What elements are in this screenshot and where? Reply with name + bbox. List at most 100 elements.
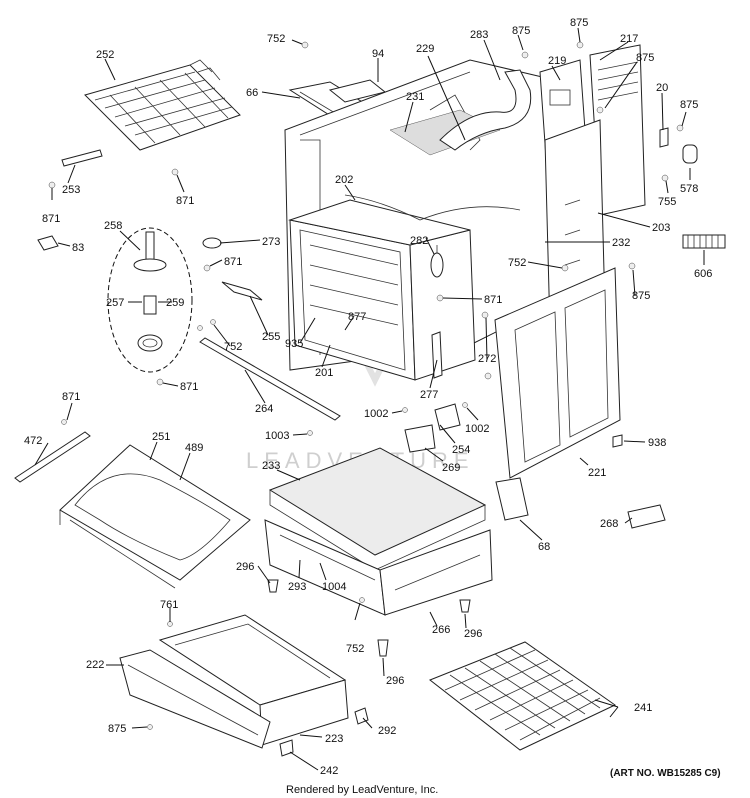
callout-875-f: 875	[108, 723, 126, 735]
screw-875-c	[596, 106, 604, 114]
screw-875-a	[521, 51, 529, 59]
bracket-269	[404, 424, 436, 453]
latch-254	[434, 403, 461, 431]
bumper-242	[279, 739, 294, 757]
screw-755	[661, 174, 669, 182]
clip-938	[612, 434, 623, 448]
callout-254: 254	[452, 444, 470, 456]
screw-752-d	[359, 597, 365, 603]
callout-296-b: 296	[464, 628, 482, 640]
bracket-68	[495, 477, 529, 521]
callout-68: 68	[538, 541, 550, 553]
screw-875-e	[628, 262, 636, 270]
screw-1003	[307, 430, 313, 436]
callout-217: 217	[620, 33, 638, 45]
footer-credit: Rendered by LeadVenture, Inc.	[286, 784, 438, 796]
screw-871-d	[156, 378, 164, 386]
screw-871-g	[61, 419, 67, 425]
screw-752-b	[561, 264, 569, 272]
callout-871-c: 871	[224, 256, 242, 268]
bake-element-251	[59, 444, 251, 589]
callout-875-c: 875	[636, 52, 654, 64]
callout-1004: 1004	[322, 581, 346, 593]
rail-472	[14, 431, 91, 483]
oven-door-221	[494, 267, 621, 479]
callout-labels: 752 94 229 283 875 875 217 219 875 252 6…	[24, 17, 712, 777]
callout-94: 94	[372, 48, 384, 60]
harness-606	[682, 234, 726, 249]
rail-264	[199, 337, 341, 421]
spacer-578	[682, 144, 698, 164]
callout-233: 233	[262, 460, 280, 472]
leveler-296-b	[459, 599, 471, 613]
screw-752-c	[210, 319, 216, 325]
wiring-202	[344, 194, 521, 221]
callout-875-a: 875	[512, 25, 530, 37]
callout-752-b: 752	[508, 257, 526, 269]
callout-606: 606	[694, 268, 712, 280]
callout-273: 273	[262, 236, 280, 248]
callout-578: 578	[680, 183, 698, 195]
callout-272: 272	[478, 353, 496, 365]
callout-752-c: 752	[224, 341, 242, 353]
hinge-pin-272-b	[484, 372, 492, 380]
callout-232: 232	[612, 237, 630, 249]
callout-66: 66	[246, 87, 258, 99]
art-number: (ART NO. WB15285 C9)	[610, 768, 721, 779]
clip-20	[659, 127, 669, 148]
callout-292: 292	[378, 725, 396, 737]
callout-752-d: 752	[346, 643, 364, 655]
sensor-282	[430, 245, 444, 278]
callout-255: 255	[262, 331, 280, 343]
callout-223: 223	[325, 733, 343, 745]
callout-938: 938	[648, 437, 666, 449]
callout-221: 221	[588, 467, 606, 479]
assembly-258-outline	[107, 227, 193, 373]
leveler-296-a	[267, 579, 279, 593]
part-83	[37, 235, 59, 251]
callout-266: 266	[432, 624, 450, 636]
bracket-253	[61, 149, 103, 167]
callout-268: 268	[600, 518, 618, 530]
drawer-front-222	[119, 649, 271, 749]
callout-20: 20	[656, 82, 668, 94]
bracket-255	[221, 281, 263, 301]
callout-242: 242	[320, 765, 338, 777]
callout-871-a: 871	[42, 213, 60, 225]
callout-296-c: 296	[386, 675, 404, 687]
oven-rack-241	[429, 641, 616, 751]
callout-1002-b: 1002	[465, 423, 489, 435]
callout-241: 241	[634, 702, 652, 714]
callout-202: 202	[335, 174, 353, 186]
screw-871-b	[171, 168, 179, 176]
screw-1002-a	[402, 407, 408, 413]
callout-269: 269	[442, 462, 460, 474]
callout-472: 472	[24, 435, 42, 447]
callout-264: 264	[255, 403, 273, 415]
broil-element-252	[84, 59, 241, 151]
callout-251: 251	[152, 431, 170, 443]
hinge-pin-272-a	[481, 311, 489, 319]
screw-871-c	[203, 264, 211, 272]
callout-258: 258	[104, 220, 122, 232]
callout-83: 83	[72, 242, 84, 254]
callout-229: 229	[416, 43, 434, 55]
callout-283: 283	[470, 29, 488, 41]
part-268	[627, 504, 666, 529]
callout-219: 219	[548, 55, 566, 67]
vent-duct-229	[439, 69, 532, 151]
callout-875-b: 875	[570, 17, 588, 29]
screw-875-d	[676, 124, 684, 132]
screw-875-b	[576, 41, 584, 49]
leveler-296-c	[377, 639, 389, 657]
callout-259: 259	[166, 297, 184, 309]
callout-871-e: 871	[180, 381, 198, 393]
callout-875-e: 875	[632, 290, 650, 302]
callout-252: 252	[96, 49, 114, 61]
callout-871-f: 871	[62, 391, 80, 403]
leader-lines	[34, 27, 705, 771]
callout-1002-a: 1002	[364, 408, 388, 420]
callout-203: 203	[652, 222, 670, 234]
grommet-273	[202, 237, 222, 249]
